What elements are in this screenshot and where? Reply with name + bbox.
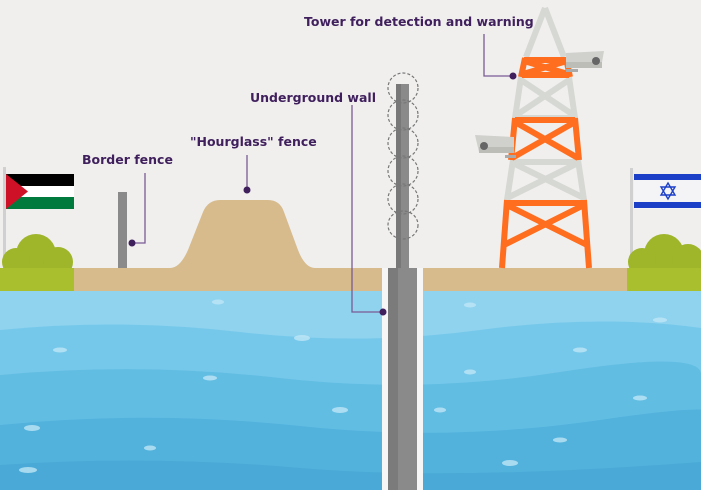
- label-underground-wall: Underground wall: [250, 90, 376, 105]
- label-border-fence: Border fence: [82, 152, 173, 167]
- label-tower: Tower for detection and warning: [304, 14, 534, 29]
- water-layers: [0, 291, 701, 490]
- underground-wall: [382, 84, 423, 490]
- palestinian-flag: [3, 167, 74, 268]
- leader-lines: [128, 34, 517, 316]
- camera-icon: [475, 135, 516, 158]
- border-fence-post: [118, 192, 127, 268]
- camera-icon: [566, 51, 604, 72]
- bush-right: [627, 234, 701, 291]
- hourglass-fence-mound: [170, 200, 315, 268]
- label-hourglass-fence: "Hourglass" fence: [190, 134, 317, 149]
- ground-sand: [0, 268, 701, 291]
- barbed-wire-icon: [387, 72, 419, 240]
- israeli-flag: [630, 168, 701, 268]
- bush-left: [0, 234, 74, 291]
